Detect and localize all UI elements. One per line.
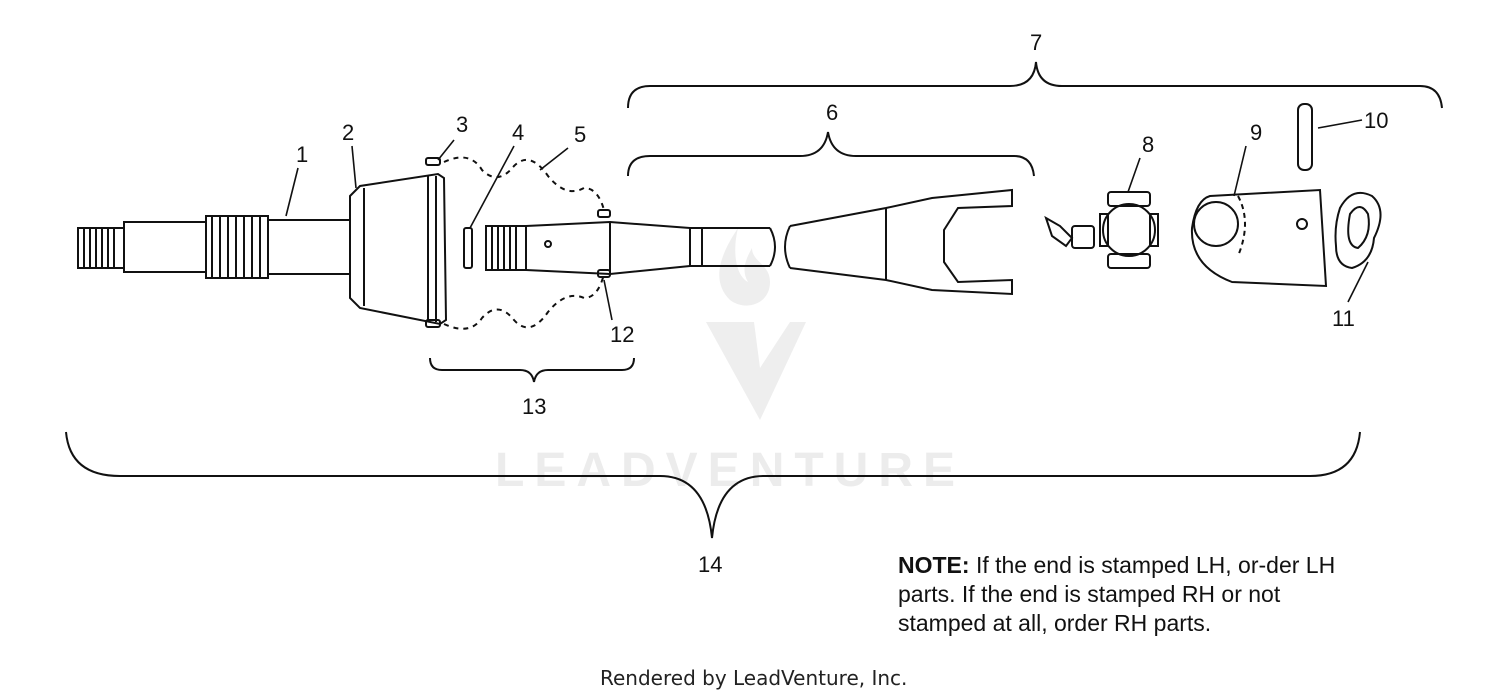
callout-6: 6 bbox=[826, 100, 838, 125]
callout-11: 11 bbox=[1332, 306, 1355, 331]
callout-9: 9 bbox=[1250, 120, 1262, 145]
u-joint-cross bbox=[1099, 191, 1159, 269]
watermark-text: LEADVENTURE bbox=[495, 444, 965, 497]
note-heading: NOTE: bbox=[898, 552, 970, 578]
parts-note: NOTE: If the end is stamped LH, or-der L… bbox=[898, 551, 1368, 638]
render-credit: Rendered by LeadVenture, Inc. bbox=[600, 666, 908, 690]
brace-13 bbox=[429, 357, 635, 383]
grease-fitting bbox=[1044, 215, 1095, 249]
cv-boot-outline bbox=[443, 156, 605, 330]
brace-7 bbox=[627, 61, 1443, 109]
callout-7: 7 bbox=[1030, 30, 1042, 55]
seal bbox=[1334, 192, 1382, 270]
brace-14 bbox=[65, 431, 1361, 539]
snap-ring bbox=[463, 227, 473, 269]
roll-pin bbox=[1297, 103, 1313, 171]
axle-stub bbox=[77, 215, 351, 279]
drive-shaft bbox=[485, 188, 1013, 296]
leader-lines bbox=[285, 119, 1369, 321]
callout-5: 5 bbox=[574, 122, 586, 147]
leadventure-watermark-logo: LEADVENTURE bbox=[495, 228, 965, 497]
yoke bbox=[1190, 188, 1328, 288]
callout-3: 3 bbox=[456, 112, 468, 137]
callout-1: 1 bbox=[296, 142, 308, 167]
callout-10: 10 bbox=[1364, 108, 1388, 133]
callout-2: 2 bbox=[342, 120, 354, 145]
callout-4: 4 bbox=[512, 120, 524, 145]
note-body: If the end is stamped LH, or-der LH part… bbox=[898, 552, 1336, 636]
callout-14: 14 bbox=[698, 552, 722, 577]
boot-clamps bbox=[425, 157, 611, 328]
callout-13: 13 bbox=[522, 394, 546, 419]
cv-joint-housing bbox=[349, 172, 448, 326]
callout-labels: 1 2 3 4 5 6 7 8 9 10 11 12 13 14 bbox=[296, 30, 1388, 577]
callout-8: 8 bbox=[1142, 132, 1154, 157]
callout-12: 12 bbox=[610, 322, 634, 347]
brace-6 bbox=[627, 131, 1035, 177]
